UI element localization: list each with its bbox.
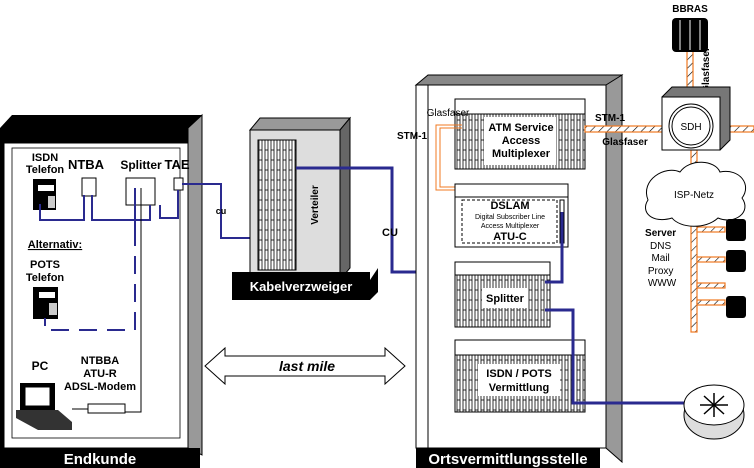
isp-cloud: ISP-Netz bbox=[645, 161, 747, 227]
ortsvermittlungsstelle-title: Ortsvermittlungsstelle bbox=[428, 451, 587, 468]
kabelverzweiger-cabinet: Verteiler Kabelverzweiger bbox=[232, 116, 378, 300]
adsl-line bbox=[125, 188, 142, 413]
dslam-label: DSLAM bbox=[490, 200, 529, 212]
endkunde-wiring bbox=[39, 183, 255, 331]
server-icon bbox=[726, 296, 746, 318]
svg-text:last mile: last mile bbox=[279, 358, 335, 374]
isp-netz-label: ISP-Netz bbox=[674, 190, 714, 201]
stm1-right-label: STM-1 bbox=[595, 113, 625, 124]
endkunde-title: Endkunde bbox=[64, 451, 137, 468]
central-copper-wiring bbox=[545, 212, 695, 405]
adsl-modem-device bbox=[87, 403, 126, 414]
isdn-phone-icon bbox=[33, 179, 56, 210]
bbras-server-icon bbox=[672, 18, 708, 52]
glasfaser-top-label: Glasfaser bbox=[701, 47, 712, 93]
ntba-device bbox=[81, 177, 97, 197]
pc-icon bbox=[16, 383, 72, 430]
splitter-label: Splitter bbox=[120, 158, 162, 172]
server-icon bbox=[726, 219, 746, 241]
alternativ-label: Alternativ: bbox=[28, 239, 82, 251]
router-icon bbox=[683, 384, 745, 440]
pc-label: PC bbox=[32, 359, 49, 373]
last-mile-arrow: last mile bbox=[204, 346, 406, 386]
bbras-label: BBRAS bbox=[672, 4, 708, 15]
tae-socket bbox=[173, 177, 184, 191]
sdh-label: SDH bbox=[680, 122, 701, 133]
internal-fiber bbox=[439, 127, 462, 188]
glasfaser-right-label: Glasfaser bbox=[602, 137, 648, 148]
ntba-label: NTBA bbox=[68, 157, 105, 172]
sdh-node: SDH bbox=[661, 86, 731, 151]
server-icons bbox=[726, 219, 746, 318]
tae-label: TAE bbox=[164, 157, 189, 172]
cu-large-label: CU bbox=[382, 227, 398, 239]
atu-c-label: ATU-C bbox=[493, 231, 526, 243]
glasfaser-inner-label: Glasfaser bbox=[427, 108, 470, 119]
cu-small-label: cu bbox=[216, 206, 227, 216]
kabelverzweiger-title: Kabelverzweiger bbox=[250, 279, 353, 294]
server-icon bbox=[726, 250, 746, 272]
server-list: Server DNS Mail Proxy WWW bbox=[645, 228, 679, 289]
stm1-left-label: STM-1 bbox=[397, 131, 427, 142]
pots-phone-icon bbox=[33, 287, 58, 319]
verteiler-label: Verteiler bbox=[310, 185, 321, 225]
central-splitter: Splitter bbox=[454, 261, 551, 328]
svg-text:Splitter: Splitter bbox=[486, 293, 525, 305]
